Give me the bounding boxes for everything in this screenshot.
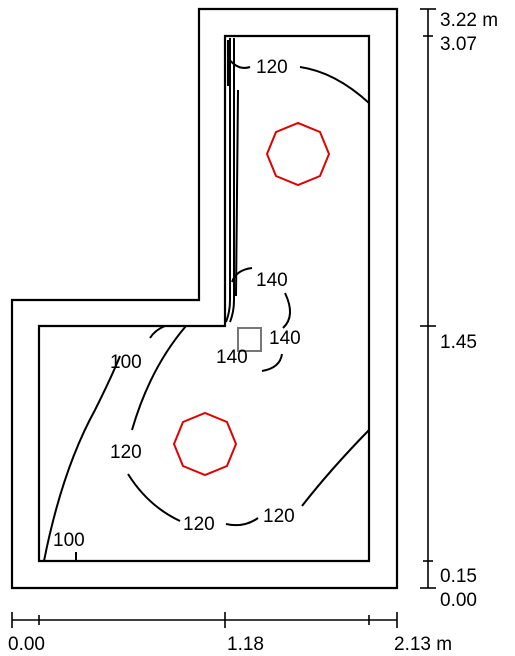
label-140-upper: 140	[256, 270, 288, 291]
label-140-left: 140	[216, 347, 248, 368]
x-tick-label-1: 1.18	[227, 634, 264, 655]
luminaire-lower	[172, 411, 238, 477]
inner-wall-outline	[37, 34, 371, 563]
y-tick-label-0-15: 0.15	[440, 566, 477, 587]
label-120-right: 120	[263, 506, 295, 527]
label-100-bottom: 100	[53, 530, 85, 551]
y-tick-label-3-07: 3.07	[440, 34, 477, 55]
y-tick-label-3-22: 3.22 m	[440, 10, 498, 31]
x-tick-label-0: 0.00	[8, 634, 45, 655]
room-walls	[10, 7, 399, 590]
isolines	[43, 38, 370, 562]
isoline-120-left	[127, 325, 187, 522]
label-120-left: 120	[110, 442, 142, 463]
x-axis: 0.00 1.18 2.13 m	[8, 612, 452, 655]
label-140-right: 140	[269, 328, 301, 349]
isoline-120-bottom	[225, 517, 259, 527]
y-axis: 3.22 m 3.07 1.45 0.15 0.00	[420, 8, 498, 611]
y-tick-label-1-45: 1.45	[440, 332, 477, 353]
label-120-bottom: 120	[183, 514, 215, 535]
label-120-top: 120	[256, 57, 288, 78]
isoline-labels: 120 140 140 140 100 120 120 120 100	[53, 57, 301, 551]
y-tick-label-0-00: 0.00	[440, 590, 477, 611]
isoline-wall-edge	[225, 38, 239, 323]
isoline-140-upper	[231, 267, 253, 283]
luminaires	[172, 121, 331, 477]
outer-wall-outline	[10, 7, 399, 590]
isoline-120-top	[227, 40, 370, 104]
isoline-120-right	[301, 429, 370, 507]
x-tick-label-2: 2.13 m	[394, 634, 452, 655]
label-100-upper: 100	[110, 352, 142, 373]
luminaire-upper	[265, 121, 331, 187]
sensor-square	[237, 327, 262, 352]
isoline-140-right	[261, 292, 291, 372]
isoline-100-upper	[43, 325, 166, 562]
